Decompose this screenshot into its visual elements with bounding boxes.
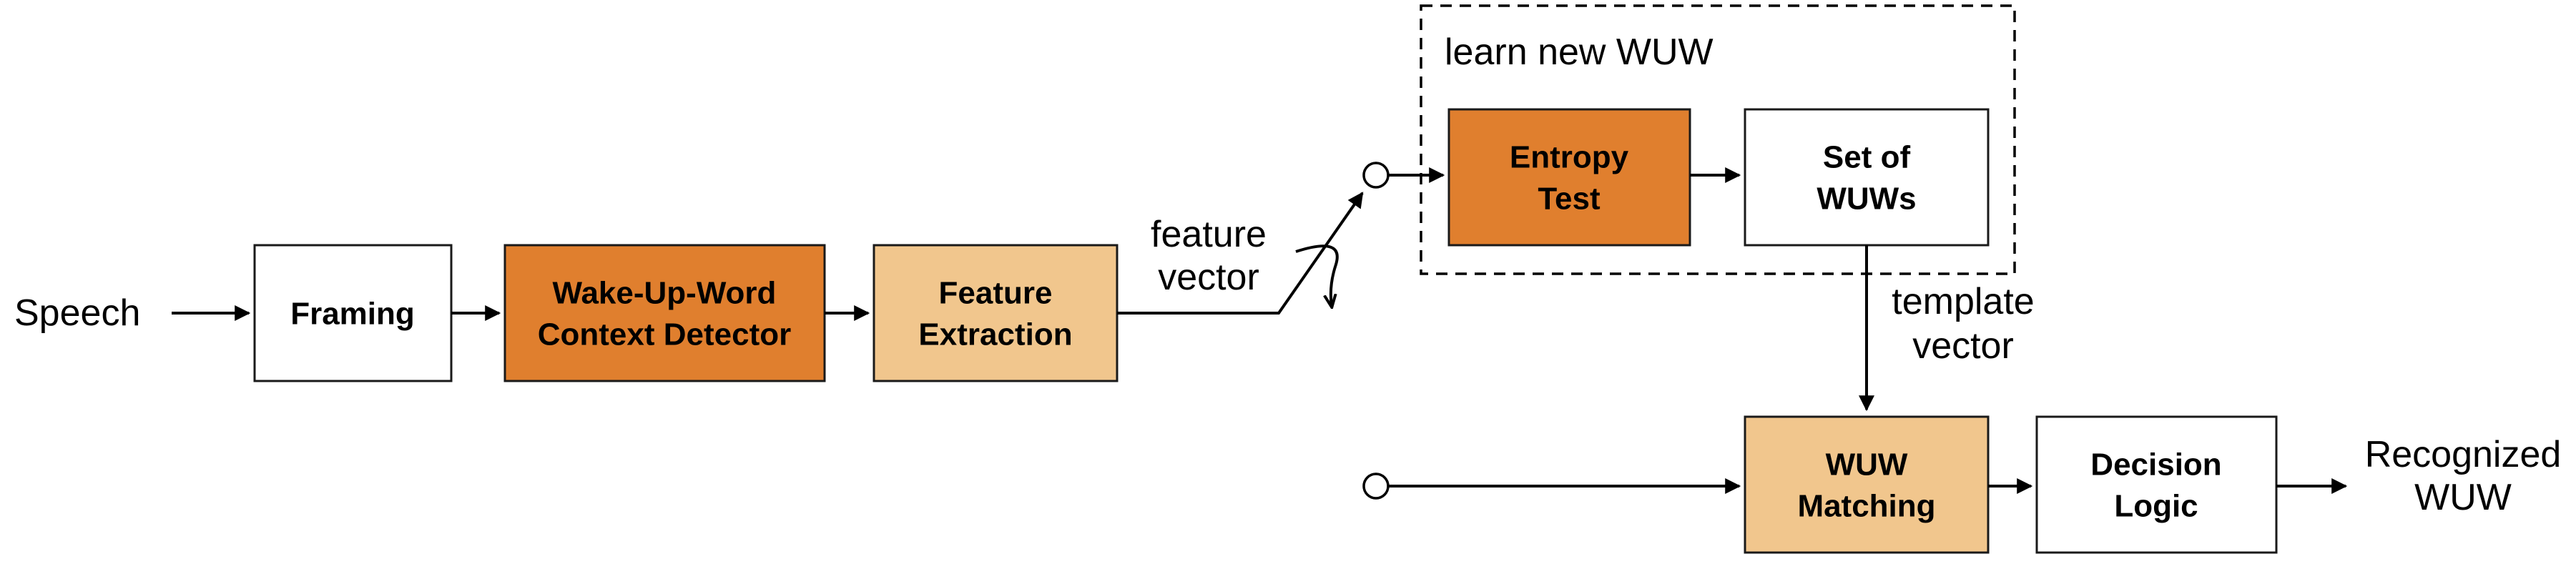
text-line: Wake-Up-Word [553,275,777,310]
text-line: Matching [1797,488,1935,523]
text-line: vector [1912,325,2014,367]
speech-label: Speech [14,292,140,334]
switch-contact-bottom [1362,472,1390,500]
text-line: WUWs [1817,181,1916,216]
text-line: Set of [1823,139,1911,174]
text-line: template [1892,281,2034,322]
text-line: vector [1158,257,1259,298]
text-line: Decision [2090,447,2221,482]
switch-curve-arrow [1295,244,1339,306]
framing-text: Framing [290,296,415,331]
framing-block: Framing [253,244,453,382]
text-line: Entropy [1510,139,1629,174]
text-line: Extraction [918,317,1072,352]
text-line: Recognized [2365,434,2562,475]
set-of-wuws-text: Set of WUWs [1817,139,1916,216]
learn-group-border [1420,4,2016,275]
text-line: Framing [290,296,415,331]
switch-contact-top [1362,162,1390,189]
wuw-matching-block: WUW Matching [1744,415,1990,554]
text-line: WUW [2414,477,2512,518]
learn-group-label: learn new WUW [1445,31,1714,73]
text-line: Feature [939,275,1053,310]
text-line: feature [1151,214,1267,255]
text-line: Test [1538,181,1601,216]
text-line: WUW [1826,447,1908,482]
feature-vector-line [1117,192,1364,315]
text-line: Logic [2114,488,2198,523]
set-of-wuws-block: Set of WUWs [1744,108,1990,247]
text-line: Context Detector [538,317,792,352]
wuw-matching-text: WUW Matching [1797,447,1935,523]
